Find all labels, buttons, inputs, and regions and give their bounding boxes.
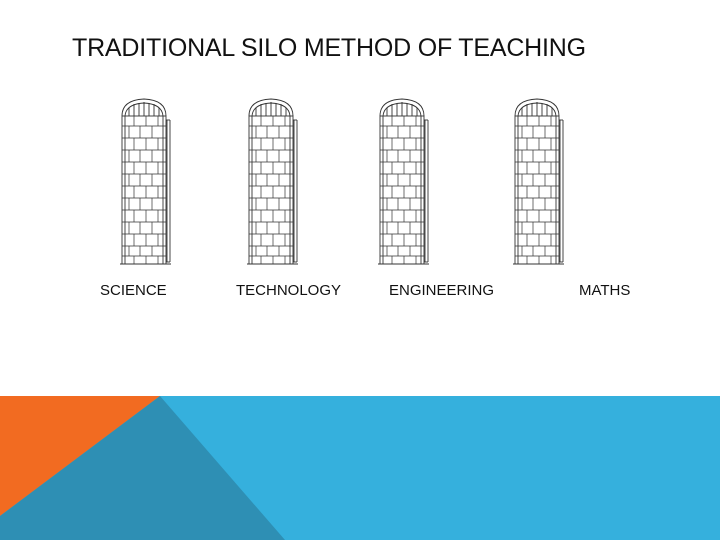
- silo-icon: [512, 96, 568, 268]
- silo-icon: [377, 96, 433, 268]
- silo-icon: [119, 96, 175, 268]
- silo-label-maths: MATHS: [579, 282, 631, 299]
- silo-label-engineering: ENGINEERING: [389, 282, 495, 299]
- silo-icon: [246, 96, 302, 268]
- slide-title: TRADITIONAL SILO METHOD OF TEACHING: [72, 34, 586, 62]
- silo-label-science: SCIENCE: [100, 282, 167, 299]
- decorative-footer: [0, 396, 720, 540]
- footer-dark-triangle: [0, 396, 285, 540]
- silo-label-technology: TECHNOLOGY: [236, 282, 342, 299]
